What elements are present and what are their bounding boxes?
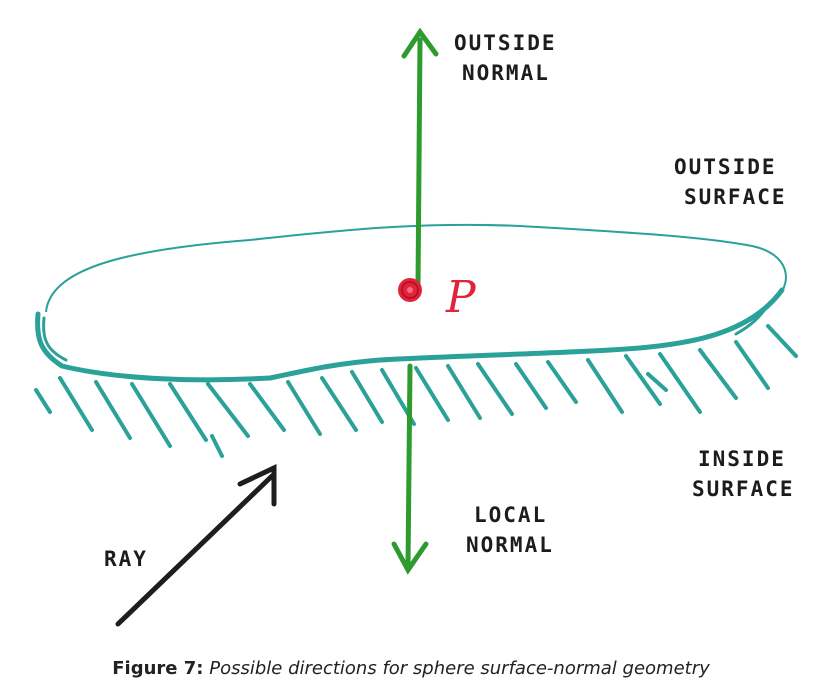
point-p-label: P: [445, 272, 477, 323]
surface-front-edge: [35, 287, 785, 383]
surface-top-outline: [45, 223, 787, 313]
outside-surface-label-line2: SURFACE: [684, 185, 787, 209]
figure-caption: Figure 7: Possible directions for sphere…: [0, 658, 822, 679]
local-normal-arrow: [391, 363, 429, 575]
outside-normal-arrow: [401, 27, 439, 289]
point-p-marker: [398, 278, 422, 302]
outside-normal-label-line1: OUTSIDE: [454, 31, 557, 55]
inside-surface-label-line2: SURFACE: [692, 477, 795, 501]
ray-label: RAY: [104, 547, 148, 571]
ray-arrow: [115, 464, 277, 627]
surface-normal-diagram: P OUTSIDE NORMAL OUTSIDE SURFACE INSIDE …: [34, 27, 798, 627]
surface-front-edge-shade: [42, 300, 772, 362]
outside-surface-label-line1: OUTSIDE: [674, 155, 777, 179]
figure-number: Figure 7:: [112, 658, 204, 679]
local-normal-label-line1: LOCAL: [474, 503, 547, 527]
inside-hatching: [34, 324, 798, 458]
outside-normal-label-line2: NORMAL: [462, 61, 550, 85]
inside-surface-label-line1: INSIDE: [698, 447, 786, 471]
local-normal-label-line2: NORMAL: [466, 533, 554, 557]
figure-caption-text: Possible directions for sphere surface-n…: [209, 658, 710, 679]
